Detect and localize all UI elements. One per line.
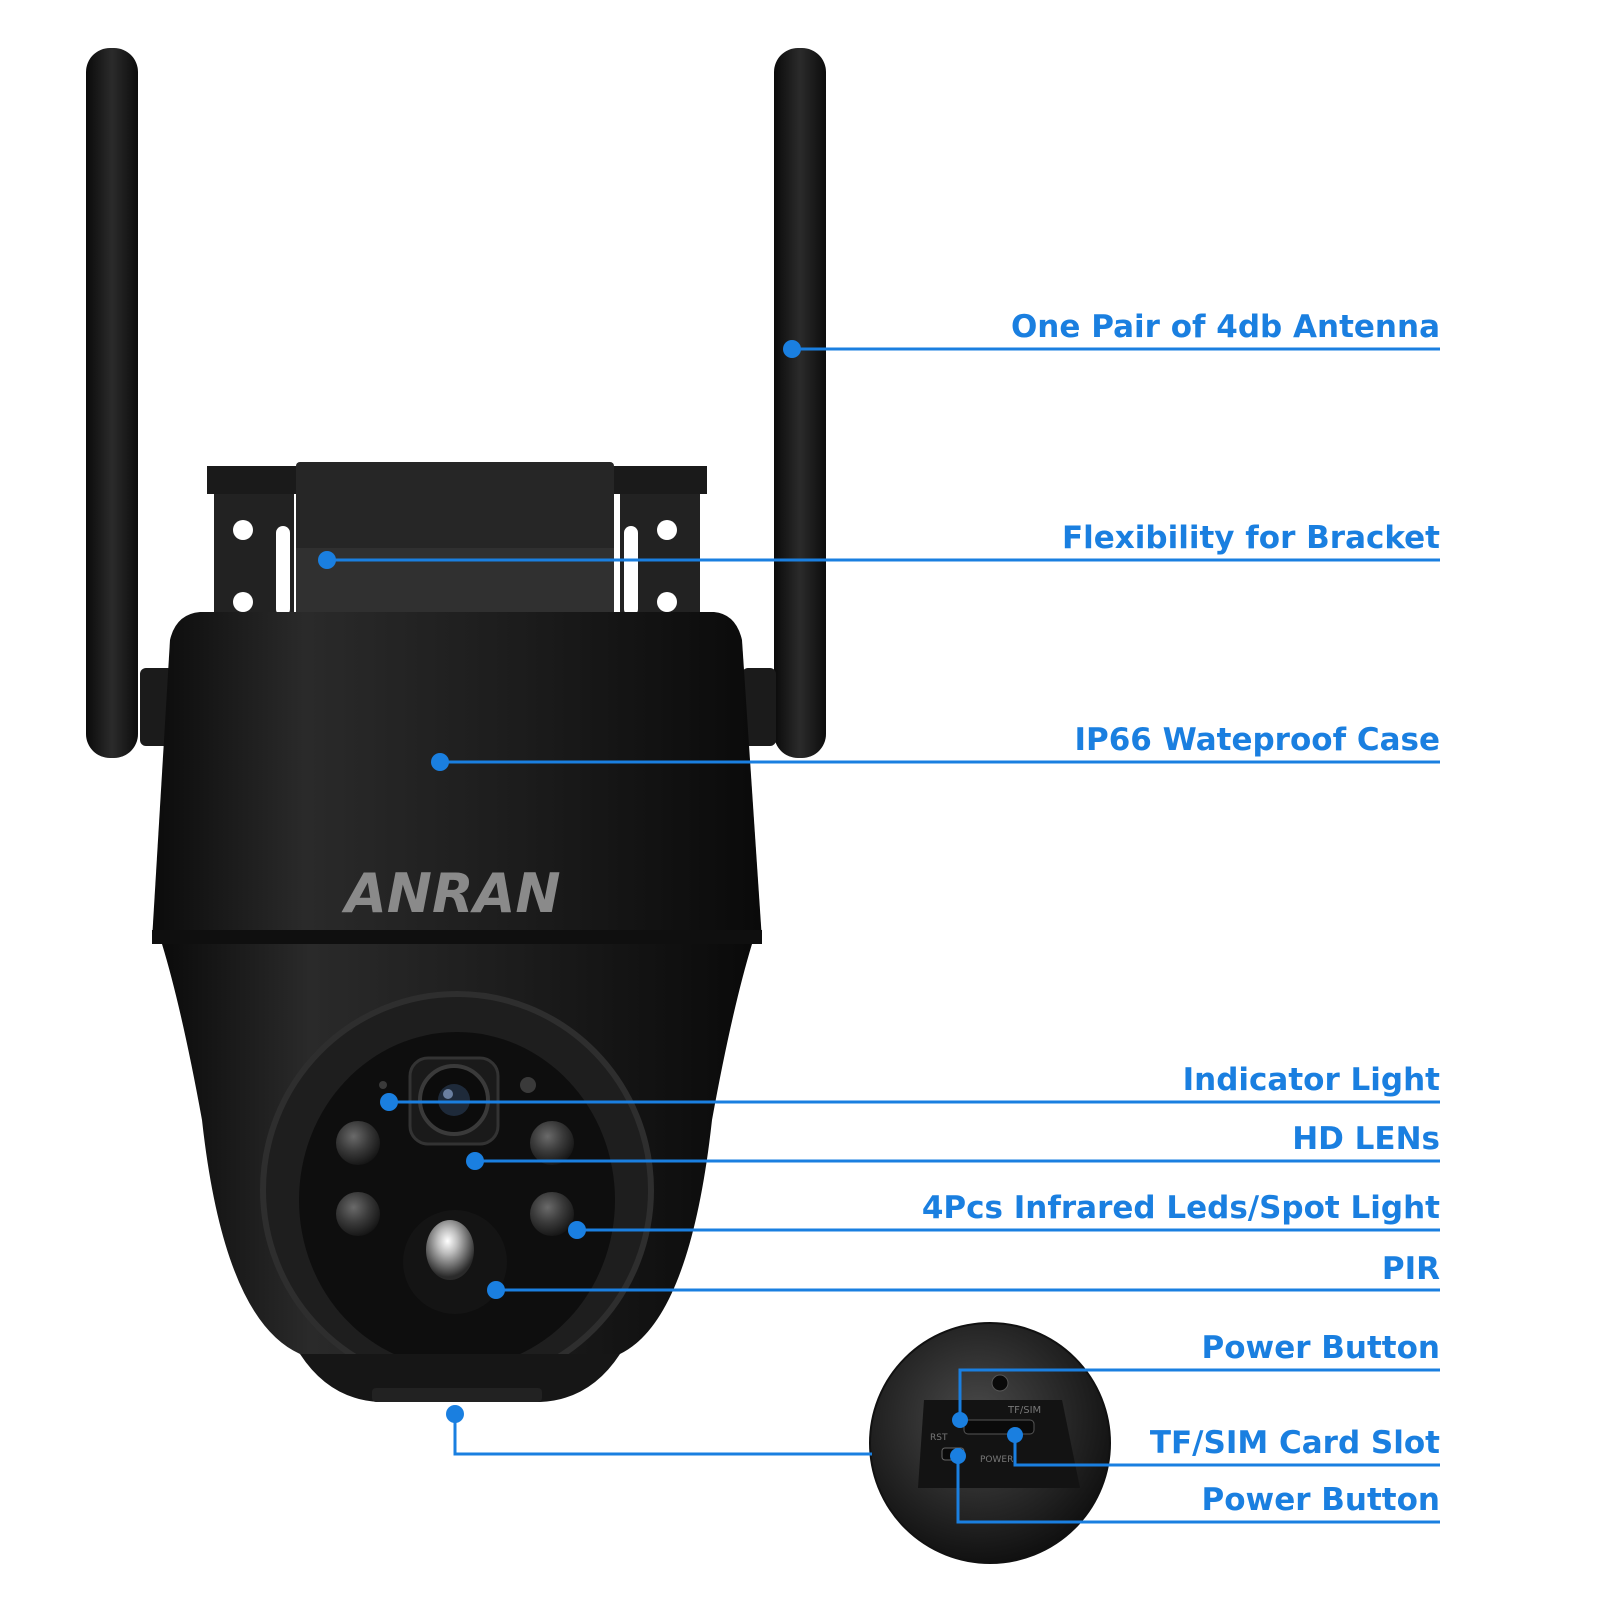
dot-base: [446, 1405, 464, 1423]
label-antenna: One Pair of 4db Antenna: [1010, 309, 1440, 345]
label-case: IP66 Wateproof Case: [1074, 722, 1440, 758]
dot-antenna: [783, 340, 801, 358]
light-sensor: [520, 1077, 536, 1093]
dot-infrared: [568, 1221, 586, 1239]
housing-upper: [152, 612, 762, 940]
dot-pir: [487, 1281, 505, 1299]
antenna-left: [86, 48, 174, 758]
bracket: [207, 462, 707, 634]
brand-logo: ANRAN: [341, 862, 561, 925]
bottom-inset: TF/SIM RST POWER: [869, 1322, 1111, 1564]
label-indicator: Indicator Light: [1182, 1062, 1440, 1098]
indicator-dot: [379, 1081, 387, 1089]
antenna-right: [742, 48, 826, 758]
label-slot: TF/SIM Card Slot: [1149, 1425, 1440, 1461]
slot-engraving: TF/SIM: [1007, 1405, 1041, 1416]
dot-bracket: [318, 551, 336, 569]
label-pir: PIR: [1381, 1251, 1440, 1287]
leader-power-top: [958, 1368, 1440, 1417]
dot-indicator: [380, 1093, 398, 1111]
ir-led-bottom-right: [530, 1192, 574, 1236]
dot-power-bottom: [950, 1448, 966, 1464]
dot-slot: [1007, 1427, 1023, 1443]
label-power-bottom: Power Button: [1201, 1482, 1440, 1518]
power-engraving: POWER: [980, 1455, 1013, 1465]
ir-led-bottom-left: [336, 1192, 380, 1236]
leader-base: [453, 1414, 872, 1456]
ir-led-top-left: [336, 1121, 380, 1165]
rst-engraving: RST: [930, 1433, 948, 1443]
callout-lines: [327, 347, 1440, 1524]
leader-power-bottom: [956, 1458, 1440, 1524]
ir-led-top-right: [530, 1121, 574, 1165]
label-infrared: 4Pcs Infrared Leds/Spot Light: [921, 1190, 1440, 1226]
leader-slot: [1013, 1435, 1440, 1467]
dot-case: [431, 753, 449, 771]
dot-power-top: [952, 1412, 968, 1428]
label-lens: HD LENs: [1292, 1121, 1440, 1157]
label-power-top: Power Button: [1201, 1330, 1440, 1366]
dot-lens: [466, 1152, 484, 1170]
label-bracket: Flexibility for Bracket: [1061, 520, 1440, 556]
callout-dots: [318, 340, 1023, 1464]
